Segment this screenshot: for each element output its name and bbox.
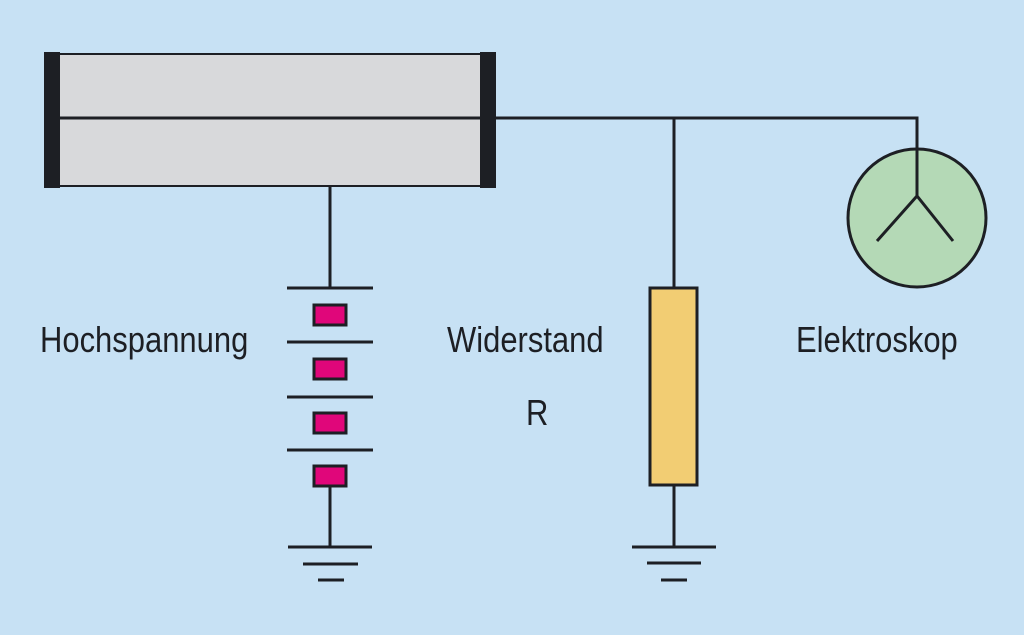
electroscope-housing bbox=[846, 147, 988, 289]
label-high-voltage: Hochspannung bbox=[40, 319, 249, 360]
plate-body bbox=[45, 53, 495, 187]
hv-cell-2 bbox=[312, 357, 348, 381]
label-resistor: Widerstand bbox=[447, 319, 604, 360]
hv-cell-4 bbox=[312, 464, 348, 488]
plate-left-electrode bbox=[44, 52, 60, 188]
top-wire bbox=[496, 116, 919, 160]
label-resistor-symbol: R bbox=[526, 392, 549, 433]
hv-ground-icon bbox=[288, 545, 372, 582]
resistor-ground-icon bbox=[632, 545, 716, 582]
plate-right-electrode bbox=[480, 52, 496, 188]
hv-cell-1 bbox=[312, 303, 348, 327]
electroscope-leaves-icon bbox=[875, 150, 955, 242]
label-electroscope: Elektroskop bbox=[796, 319, 958, 360]
hv-cell-3 bbox=[312, 411, 348, 435]
resistor-body bbox=[648, 286, 699, 487]
